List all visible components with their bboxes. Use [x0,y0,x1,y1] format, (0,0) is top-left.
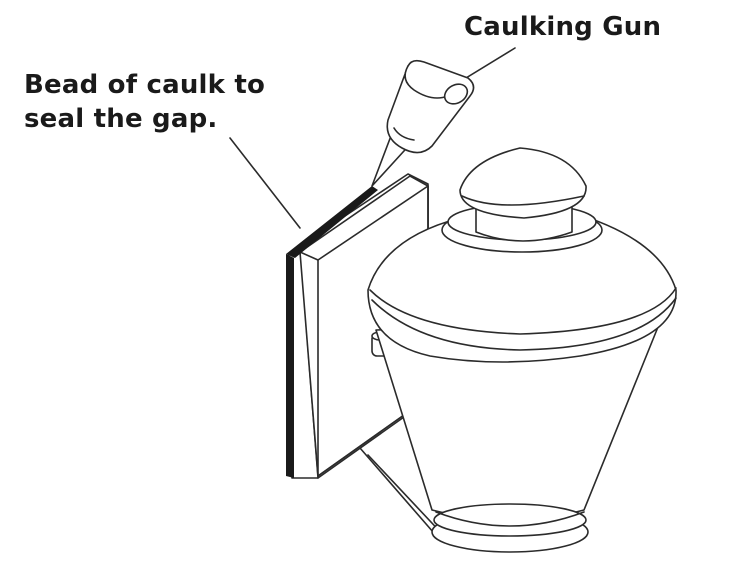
caulking-gun-nozzle [371,59,475,187]
caulk-bead-label-line-1: Bead of caulk to [24,70,266,100]
caulk-bead-label-line-2: seal the gap. [24,104,218,134]
leader-line-bead [229,137,301,229]
caulking-gun-label: Caulking Gun [464,12,662,42]
caulk-bead [286,186,378,478]
caulk-bead-label: Bead of caulk to seal the gap. [24,68,265,136]
lantern [367,147,677,553]
